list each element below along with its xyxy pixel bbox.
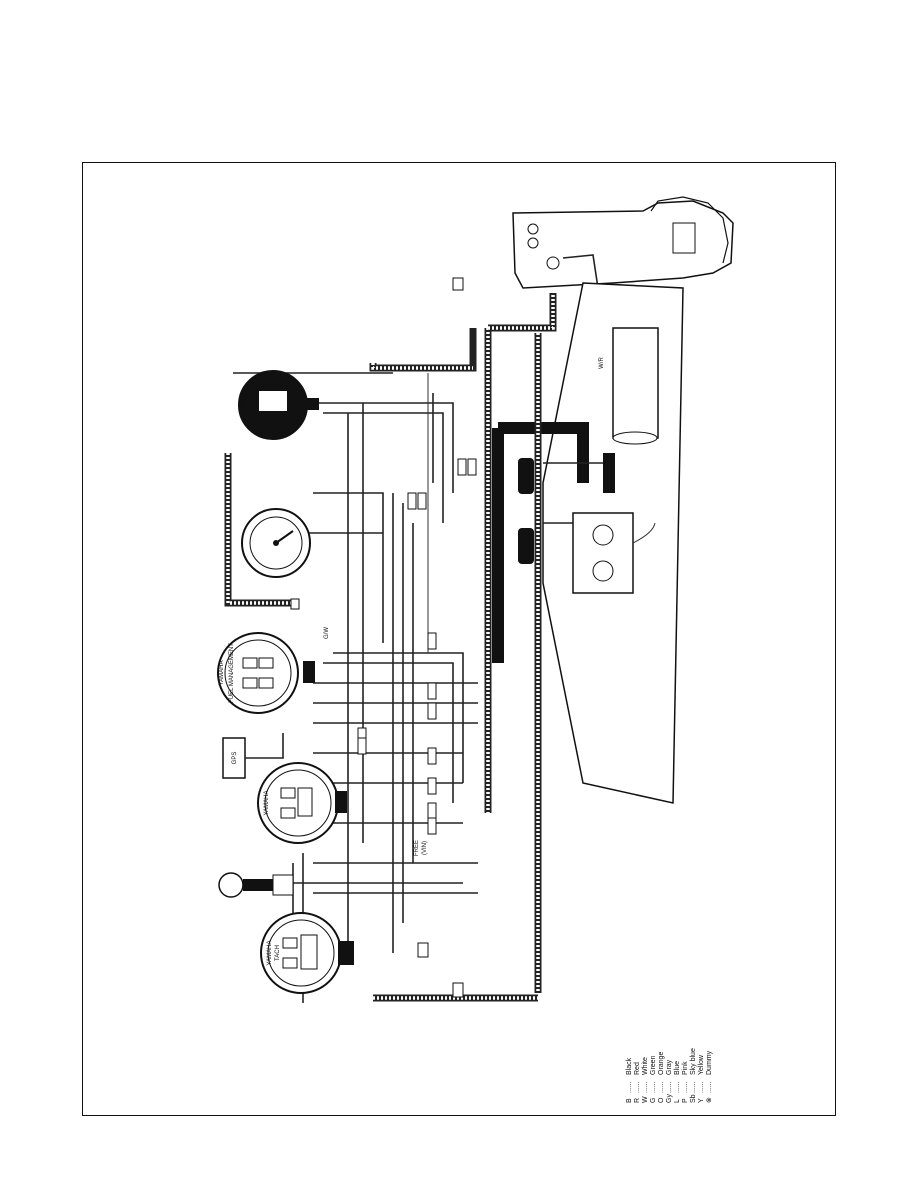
wire-label-wr: W/R: [599, 357, 605, 369]
legend-separator: ......: [626, 1081, 633, 1093]
fuel-management-gauge: YAMAHA FUEL MANAGEMENT: [217, 632, 315, 714]
color-legend: B......BlackR......RedW......WhiteG.....…: [626, 1048, 713, 1103]
legend-color: Pink: [682, 1061, 689, 1075]
tach-name: TACH: [275, 945, 281, 961]
connectors: [290, 277, 477, 998]
main-harness: [224, 293, 589, 1002]
fuel-gauge-brand: YAMAHA: [219, 661, 225, 686]
outboard-engine: [512, 196, 734, 299]
analog-gauge: [241, 508, 311, 578]
speed-gauge-brand: YAMAHA: [264, 791, 270, 816]
fuel-sensors: [518, 453, 615, 564]
wire-label-gw: G/W: [324, 627, 330, 639]
legend-code: ⊗: [706, 1097, 713, 1103]
legend-color: Black: [626, 1057, 633, 1075]
gps-unit: GPS: [222, 733, 284, 779]
legend-separator: ......: [650, 1081, 657, 1093]
legend-color: Dummy: [706, 1050, 713, 1075]
digital-speedometer-gauge: [238, 370, 319, 440]
legend-separator: ......: [674, 1081, 681, 1093]
legend-separator: ......: [658, 1081, 665, 1093]
legend-code: Gy: [666, 1094, 673, 1103]
legend-code: Y: [698, 1098, 705, 1103]
vin-label: (VIN): [422, 841, 428, 855]
legend-color: Red: [634, 1062, 641, 1075]
diagram-frame: YAMAHA FUEL MANAGEMENT GPS YAMAHA YAMAHA…: [82, 162, 836, 1116]
legend-color: Sky blue: [690, 1048, 697, 1075]
multifunction-gauge: YAMAHA: [257, 762, 347, 844]
battery: [612, 327, 659, 445]
legend-separator: ......: [634, 1081, 641, 1093]
tach-brand: YAMAHA: [267, 941, 273, 966]
free-label: FREE: [414, 840, 420, 856]
sender-unit: [218, 872, 294, 898]
legend-separator: ......: [682, 1081, 689, 1093]
legend-color: Yellow: [698, 1054, 705, 1075]
legend-code: B: [626, 1098, 633, 1103]
key-switch-panel: [572, 512, 656, 594]
legend-code: R: [634, 1098, 641, 1103]
legend-color: Green: [650, 1055, 657, 1075]
tachometer-gauge: YAMAHA TACH: [260, 912, 354, 994]
wiring-diagram: YAMAHA FUEL MANAGEMENT GPS YAMAHA YAMAHA…: [217, 196, 734, 1103]
gps-label: GPS: [232, 752, 238, 765]
legend-separator: ......: [690, 1081, 697, 1093]
legend-color: Gray: [666, 1059, 673, 1075]
legend-separator: ......: [706, 1081, 713, 1093]
legend-code: G: [650, 1098, 657, 1103]
legend-separator: ......: [666, 1081, 673, 1093]
legend-code: P: [682, 1098, 689, 1103]
legend-color: White: [642, 1057, 649, 1075]
legend-code: Sb: [690, 1094, 697, 1103]
signal-wires: [233, 372, 603, 1003]
legend-color: Blue: [674, 1061, 681, 1075]
legend-code: W: [642, 1096, 649, 1103]
fuel-gauge-name: FUEL MANAGEMENT: [229, 643, 235, 703]
legend-color: Orange: [658, 1052, 665, 1075]
legend-code: L: [674, 1099, 681, 1103]
legend-separator: ......: [642, 1081, 649, 1093]
legend-code: O: [658, 1097, 665, 1103]
legend-separator: ......: [698, 1081, 705, 1093]
